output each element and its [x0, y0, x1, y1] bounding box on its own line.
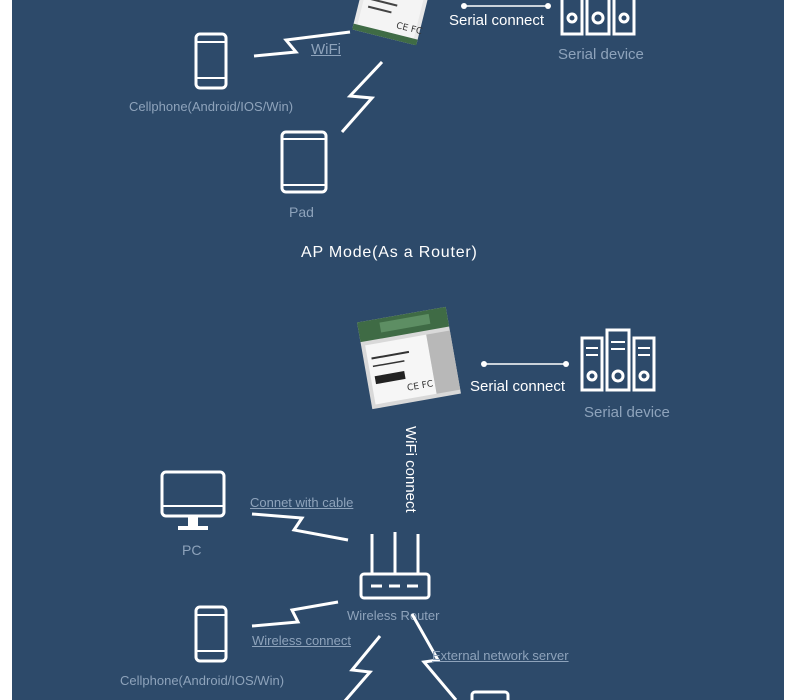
serial-device-label-top: Serial device: [558, 46, 644, 63]
serial-connect-line-top: [461, 3, 551, 9]
tablet-icon: [280, 130, 328, 194]
wifi-signal-line-pad: [340, 60, 384, 133]
external-network-line: [410, 613, 458, 700]
pc-label: PC: [182, 542, 202, 558]
wireless-connect-label: Wireless connect: [252, 633, 351, 648]
serial-connect-label-top: Serial connect: [449, 12, 545, 29]
cellphone-label-top: Cellphone(Android/IOS/Win): [129, 99, 294, 114]
external-network-server-label: External network server: [432, 648, 569, 663]
cellphone-icon-top: [194, 32, 228, 90]
wifi-module-image-top: CE FC: [352, 0, 428, 46]
ap-mode-title: AP Mode(As a Router): [301, 244, 478, 261]
server-icon: [580, 328, 656, 392]
router-icon: [359, 532, 431, 600]
wireless-connection-line-down: [343, 635, 382, 700]
wifi-label-top: WiFi: [311, 41, 341, 58]
wifi-signal-line-top: [253, 30, 351, 58]
wireless-connection-line: [251, 600, 339, 628]
wifi-module-image: CE FC: [357, 306, 461, 410]
cellphone-icon: [194, 605, 228, 663]
cellphone-label: Cellphone(Android/IOS/Win): [120, 673, 285, 688]
cable-connection-line: [251, 512, 349, 542]
network-server-icon: [470, 690, 510, 700]
diagram-panel: CE FC Serial connect Serial device WiFi …: [12, 0, 784, 700]
serial-connect-label: Serial connect: [470, 378, 566, 395]
connect-with-cable-label: Connet with cable: [250, 495, 354, 510]
server-icon-top: [560, 0, 636, 36]
monitor-icon: [160, 470, 226, 530]
serial-connect-line: [481, 361, 569, 367]
pad-label: Pad: [289, 204, 314, 220]
wifi-connect-label: WiFi connect: [402, 426, 419, 513]
serial-device-label: Serial device: [584, 404, 670, 421]
svg-text:CE FC: CE FC: [406, 379, 434, 393]
